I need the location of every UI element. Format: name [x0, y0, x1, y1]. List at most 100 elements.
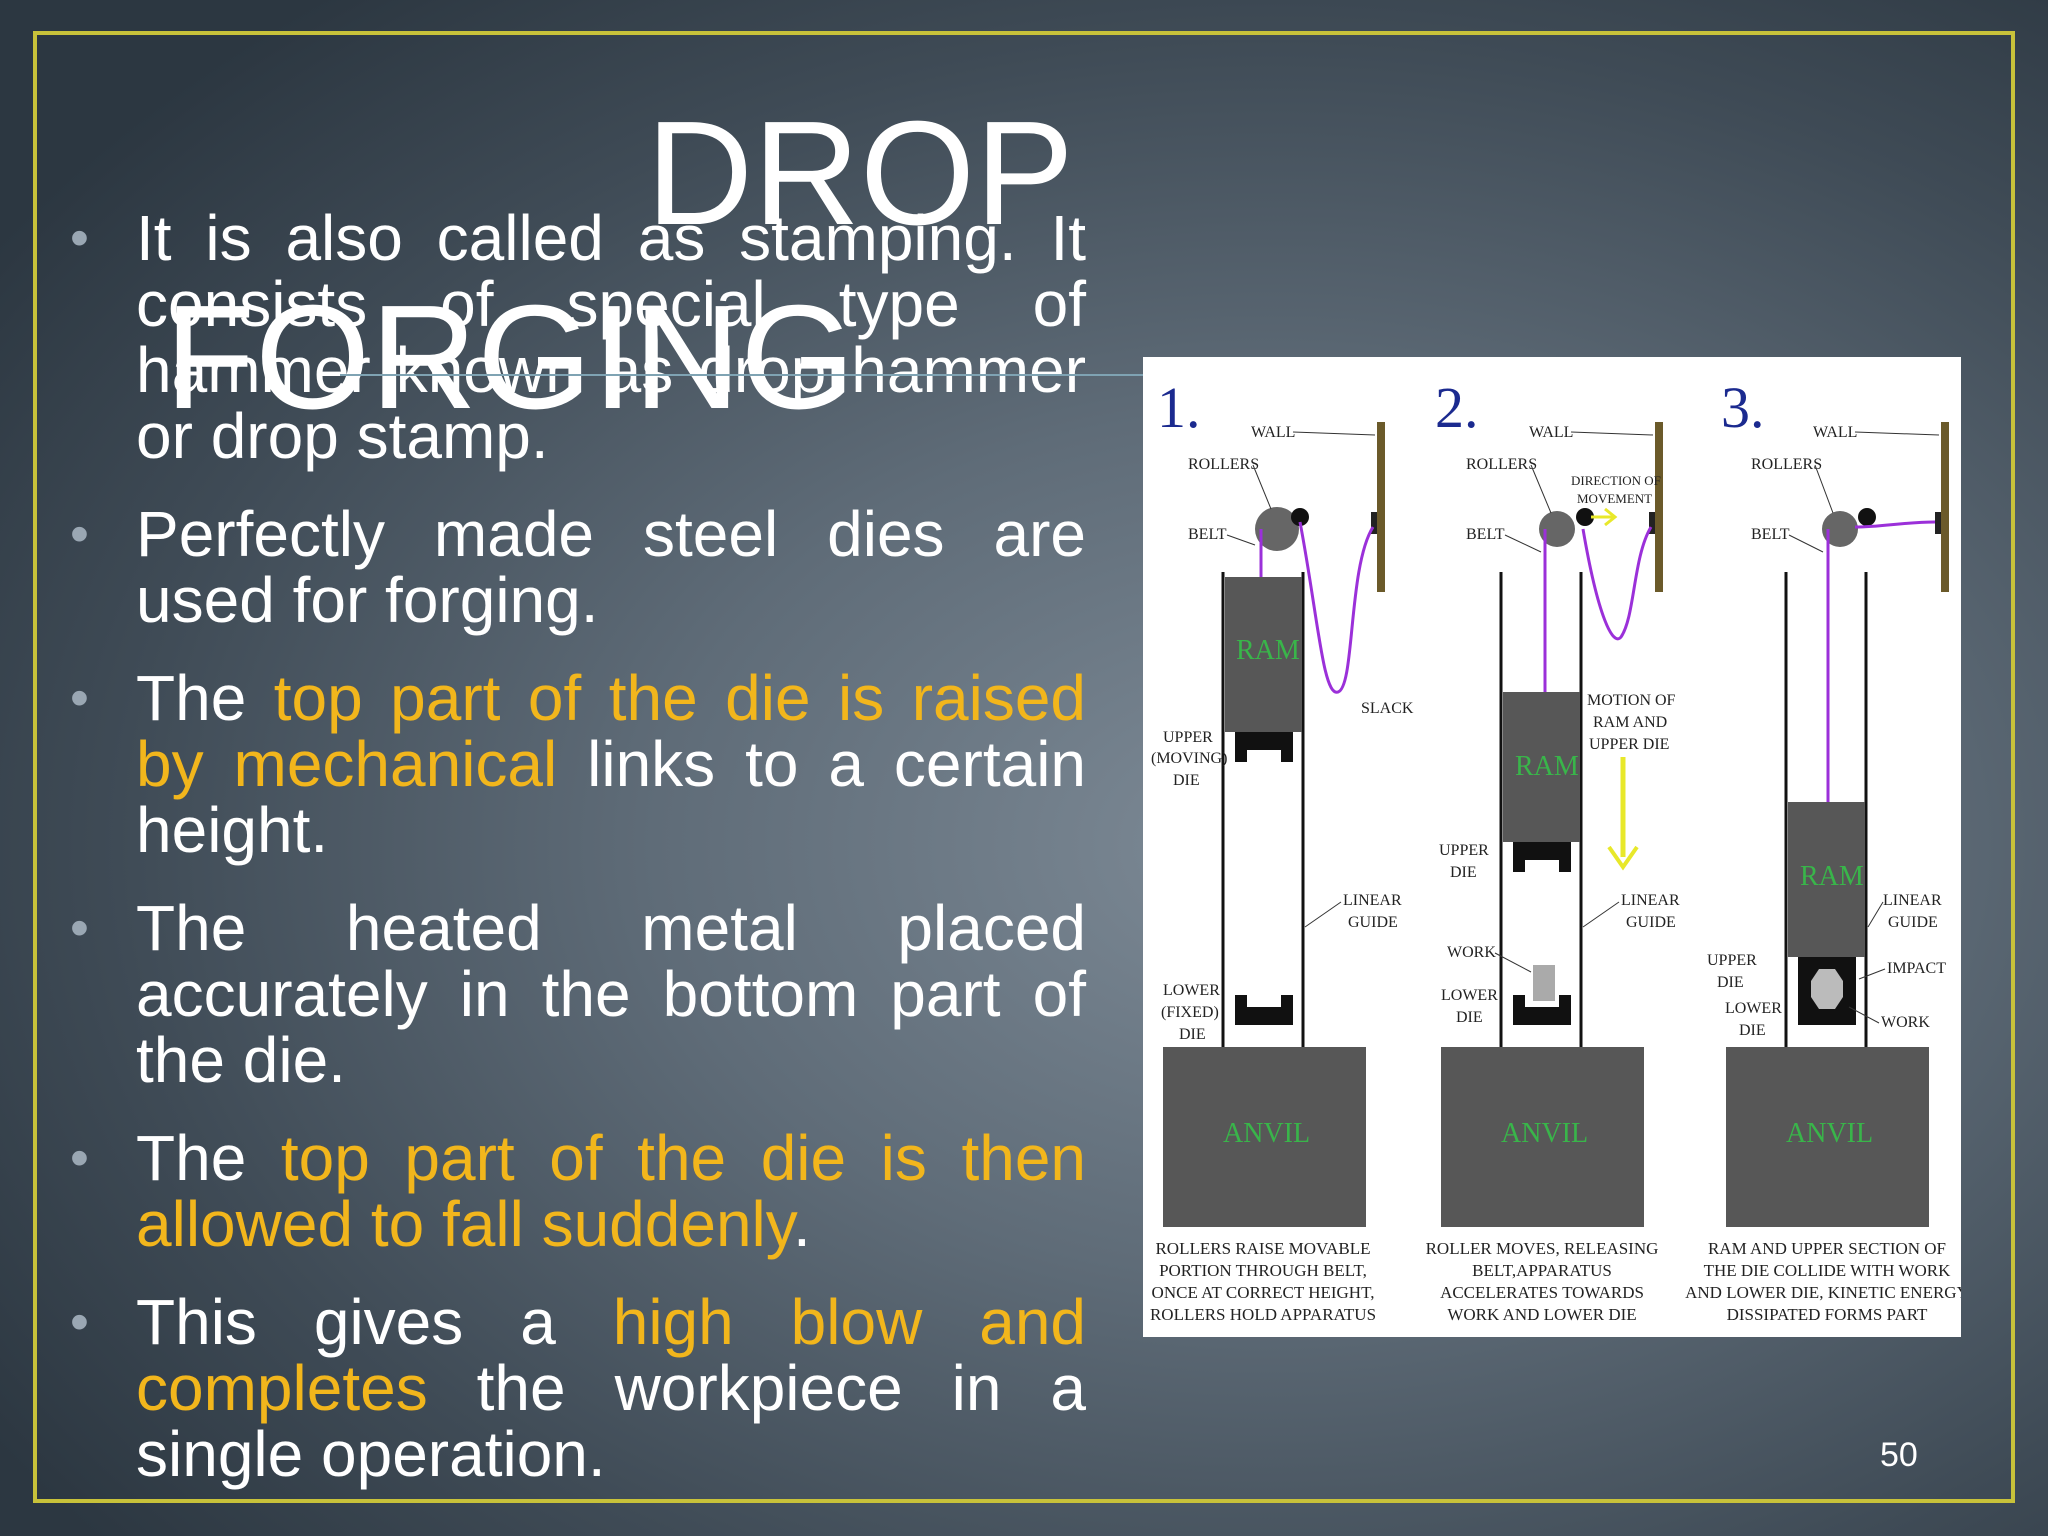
label-lower-die: DIE — [1456, 1009, 1483, 1026]
motion-arrow-head — [1607, 845, 1639, 871]
bullet-item: The top part of the die is then allowed … — [70, 1125, 1086, 1257]
bullet-item: The heated metal placed accurately in th… — [70, 895, 1086, 1093]
ram — [1503, 692, 1580, 842]
belt — [1854, 520, 1936, 529]
bullet-text: It is also called as stamping. It consis… — [136, 202, 1086, 472]
wall — [1655, 422, 1663, 592]
bullet-item: This gives a high blow and completes the… — [70, 1289, 1086, 1487]
ram-label: RAM — [1515, 751, 1579, 782]
roller-large — [1539, 511, 1575, 547]
wall — [1941, 422, 1949, 592]
label-slack: SLACK — [1361, 700, 1414, 717]
label-belt: BELT — [1188, 526, 1227, 543]
leader-work — [1848, 1006, 1880, 1024]
leader-wall — [1292, 431, 1376, 436]
label-belt: BELT — [1466, 526, 1505, 543]
anvil — [1441, 1047, 1644, 1227]
wall-bracket — [1935, 512, 1941, 534]
anvil — [1726, 1047, 1929, 1227]
bullet-text: . — [793, 1188, 811, 1260]
label-upper-die: DIE — [1450, 864, 1477, 881]
label-linear-guide: LINEAR — [1883, 892, 1942, 909]
label-motion: RAM AND — [1593, 714, 1667, 731]
label-upper-die: UPPER — [1439, 842, 1489, 859]
leader-belt — [1788, 534, 1824, 553]
label-lower-fixed: DIE — [1179, 1026, 1206, 1043]
diagram-svg: 1. RAM ANVIL WALL ROLLERS BELT SLACK UPP… — [1150, 375, 1961, 1324]
caption-line: ACCELERATES TOWARDS — [1440, 1283, 1644, 1302]
lower-die — [1235, 995, 1293, 1025]
bullet-item: Perfectly made steel dies are used for f… — [70, 501, 1086, 633]
label-rollers: ROLLERS — [1751, 456, 1822, 473]
bullet-highlight: high blow and completes — [136, 1286, 1086, 1424]
label-direction: MOVEMENT — [1577, 491, 1652, 506]
lower-die — [1513, 995, 1571, 1025]
label-lower-fixed: (FIXED) — [1161, 1004, 1219, 1021]
label-upper-die: DIE — [1717, 974, 1744, 991]
caption-line: AND LOWER DIE, KINETIC ENERGY — [1685, 1283, 1961, 1302]
work-piece — [1533, 965, 1555, 1001]
label-linear-guide: GUIDE — [1348, 914, 1398, 931]
label-direction: DIRECTION OF — [1571, 473, 1661, 488]
anvil — [1163, 1047, 1366, 1227]
caption-line: BELT,APPARATUS — [1472, 1261, 1612, 1280]
leader-linear-guide — [1867, 901, 1884, 928]
ram-label: RAM — [1800, 861, 1864, 892]
label-rollers: ROLLERS — [1466, 456, 1537, 473]
panel-number: 1. — [1157, 375, 1201, 440]
roller-small — [1858, 508, 1876, 526]
label-impact: IMPACT — [1887, 960, 1946, 977]
leader-impact — [1858, 968, 1886, 980]
leader-linear-guide — [1582, 901, 1620, 928]
caption-line: ROLLERS RAISE MOVABLE — [1155, 1239, 1370, 1258]
slide-frame — [33, 31, 2015, 1503]
leader-linear-guide — [1304, 901, 1342, 928]
anvil-label: ANVIL — [1501, 1118, 1588, 1149]
bullet-text: This gives a — [136, 1286, 613, 1358]
label-wall: WALL — [1529, 424, 1573, 441]
label-belt: BELT — [1751, 526, 1790, 543]
label-lower-die: DIE — [1739, 1022, 1766, 1039]
bullet-text: links to a certain height. — [136, 728, 1087, 866]
label-upper-die: UPPER — [1707, 952, 1757, 969]
bullet-text: The — [136, 1122, 281, 1194]
panel-number: 2. — [1435, 375, 1479, 440]
leader-belt — [1504, 534, 1542, 553]
bullet-text: The heated metal placed accurately in th… — [136, 892, 1086, 1096]
ram — [1788, 802, 1865, 957]
caption-line: PORTION THROUGH BELT, — [1159, 1261, 1367, 1280]
title-underline — [340, 374, 1160, 376]
leader-rollers — [1814, 464, 1834, 514]
roller-large — [1822, 511, 1858, 547]
label-linear-guide: LINEAR — [1621, 892, 1680, 909]
caption-line: WORK AND LOWER DIE — [1447, 1305, 1636, 1324]
upper-die — [1235, 732, 1293, 762]
panel-1: 1. RAM ANVIL WALL ROLLERS BELT SLACK UPP… — [1150, 375, 1414, 1324]
direction-arrow — [1591, 507, 1618, 527]
label-motion: UPPER DIE — [1589, 736, 1669, 753]
leader-work — [1494, 952, 1532, 973]
roller-large — [1255, 507, 1299, 551]
label-wall: WALL — [1251, 424, 1295, 441]
label-upper-moving: UPPER — [1163, 729, 1213, 746]
bullet-text: The — [136, 662, 274, 734]
label-linear-guide: GUIDE — [1888, 914, 1938, 931]
label-wall: WALL — [1813, 424, 1857, 441]
label-lower-fixed: LOWER — [1163, 982, 1220, 999]
anvil-label: ANVIL — [1223, 1118, 1310, 1149]
label-upper-moving: DIE — [1173, 772, 1200, 789]
wall-bracket — [1649, 512, 1655, 534]
leader-belt — [1226, 534, 1256, 546]
ram-label: RAM — [1236, 635, 1300, 666]
leader-wall — [1854, 431, 1940, 436]
bullet-list: It is also called as stamping. It consis… — [70, 205, 1086, 1519]
roller-small — [1291, 508, 1309, 526]
wall — [1377, 422, 1385, 592]
bullet-item: It is also called as stamping. It consis… — [70, 205, 1086, 469]
bullet-text: the workpiece in a single operation. — [136, 1352, 1086, 1490]
bullet-text: Perfectly made steel dies are used for f… — [136, 498, 1086, 636]
upper-die — [1513, 842, 1571, 872]
leader-rollers — [1252, 464, 1272, 510]
belt — [1581, 526, 1653, 641]
bullet-item: The top part of the die is raised by mec… — [70, 665, 1086, 863]
